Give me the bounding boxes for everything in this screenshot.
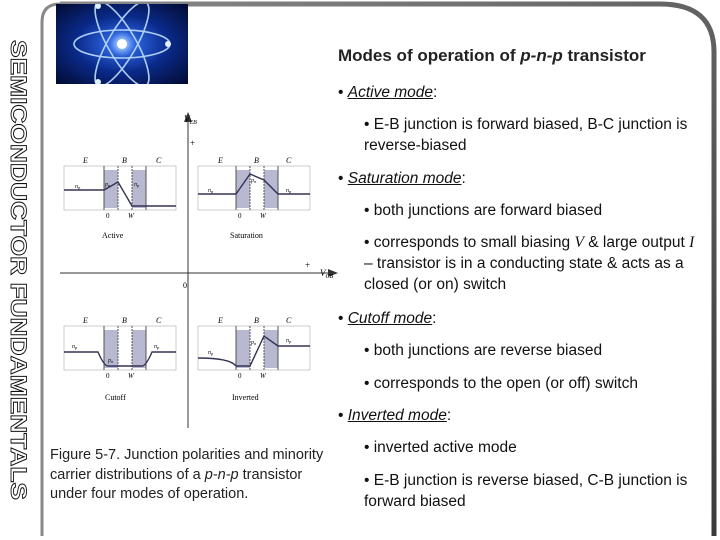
cutoff-np-label-2: np [154,344,160,350]
active-e-label: E [82,156,88,165]
active-np-label-2: np [134,182,140,188]
sub-bullet-saturation-1: • both junctions are forward biased [364,202,603,219]
vcb-plus-sign: + [305,260,310,270]
sub-bullet-saturation-2-v: V [574,234,584,251]
side-title-text: SEMICONDUCTOR FUNDAMENTALS [6,40,31,500]
sub-bullet-inverted-1-text: inverted active mode [373,439,517,456]
inverted-b-label: B [254,316,259,325]
bullet-inverted-colon: : [446,407,452,424]
sub-bullet-saturation-1-text: both junctions are forward biased [373,202,603,219]
bullet-saturation-colon: : [461,170,466,187]
side-title: SEMICONDUCTOR FUNDAMENTALS [6,40,32,501]
vcb-axis-label: VCB [320,268,334,280]
active-c-label: C [156,156,162,165]
sub-bullet-active-1-text: E-B junction is forward biased, B-C junc… [364,116,688,154]
figure-caption: Figure 5-7. Junction polarities and mino… [50,446,340,505]
title-text-2: transistor [562,46,646,65]
saturation-quadrant: E B C 0 W np pn np Saturation [197,156,311,240]
saturation-zero-label: 0 [238,212,242,220]
caption-text-1: Figure 5-7. Junction polarities and mino… [50,447,324,483]
sub-bullet-active-1: • E-B junction is forward biased, B-C ju… [364,116,688,154]
inverted-quadrant: E B C 0 W np pn np Inverted [197,316,311,402]
saturation-w-label: W [260,212,267,220]
cutoff-zero-label: 0 [106,372,110,380]
bullet-cutoff-label: Cutoff mode [347,310,433,327]
sub-bullet-cutoff-1-text: both junctions are reverse biased [373,342,603,359]
bullet-cutoff-colon: : [432,310,437,327]
veb-plus-sign: + [190,138,195,148]
saturation-b-label: B [254,156,259,165]
origin-label: 0 [183,281,187,290]
title-text-1: Modes of operation of [338,46,521,65]
saturation-pn-label: pn [250,178,257,184]
active-b-label: B [122,156,127,165]
sub-bullet-inverted-2: • E-B junction is reverse biased, C-B ju… [364,472,688,510]
caption-text-2: transistor under four modes of operation… [50,466,303,503]
inverted-zero-label: 0 [238,372,242,380]
bullet-active-label: Active mode [347,84,434,101]
cutoff-quadrant-label: Cutoff [105,393,126,402]
bullet-inverted-label: Inverted mode [347,407,447,424]
active-zero-label: 0 [106,212,110,220]
sub-bullet-saturation-2-text-b: & large output [583,234,690,251]
sub-bullet-saturation-2-text-c: – transistor is in a conducting state & … [364,255,684,293]
inverted-c-label: C [286,316,292,325]
caption-text-pnp: p-n-p [204,466,239,483]
cutoff-np-label: np [72,344,78,350]
inverted-e-label: E [217,316,223,325]
sub-bullet-inverted-2-text: E-B junction is reverse biased, C-B junc… [364,472,688,510]
saturation-np-label-2: np [286,188,292,194]
bullet-inverted: • Inverted mode: [338,407,452,424]
cutoff-w-label: W [128,372,135,380]
saturation-e-label: E [217,156,223,165]
cutoff-e-label: E [82,316,88,325]
inverted-np-label-2: np [286,338,292,344]
inverted-w-label: W [260,372,267,380]
title-text-pnp: p-n-p [520,46,563,65]
sub-bullet-inverted-1: • inverted active mode [364,439,517,456]
sub-bullet-saturation-2-i: I [689,234,695,251]
saturation-np-label: np [208,188,214,194]
saturation-quadrant-label: Saturation [230,231,263,240]
bullet-active-colon: : [433,84,438,101]
cutoff-b-label: B [122,316,127,325]
cutoff-c-label: C [156,316,162,325]
atom-logo-image [56,4,188,84]
sub-bullet-cutoff-1: • both junctions are reverse biased [364,342,603,359]
active-np-label: np [75,184,81,190]
inverted-pn-label: pn [250,340,257,346]
inverted-quadrant-label: Inverted [232,393,259,402]
active-w-label: W [128,212,135,220]
active-quadrant: E B C 0 W np pn np Active [63,156,177,240]
sub-bullet-cutoff-2-text: corresponds to the open (or off) switch [373,375,638,392]
veb-axis-label: VEB [184,114,197,126]
sub-bullet-saturation-2: • corresponds to small biasing V & large… [364,234,695,293]
bullet-active: • Active mode: [338,84,438,101]
sub-bullet-cutoff-2: • corresponds to the open (or off) switc… [364,375,638,392]
bullet-saturation-label: Saturation mode [347,170,462,187]
saturation-c-label: C [286,156,292,165]
inverted-np-label: np [208,350,214,356]
cutoff-pn-label: pn [107,358,114,364]
active-quadrant-label: Active [102,231,124,240]
page-title: Modes of operation of p-n-p transistor [338,46,646,66]
sub-bullet-saturation-2-text-a: corresponds to small biasing [373,234,575,251]
active-pn-label: pn [104,182,111,188]
mode-quadrant-figure: VEB VCB + + 0 E B C 0 W np pn np Active … [60,112,338,428]
cutoff-quadrant: E B C 0 W np pn np Cutoff [63,316,177,402]
bullet-cutoff: • Cutoff mode: [338,310,437,327]
bullet-saturation: • Saturation mode: [338,170,466,187]
